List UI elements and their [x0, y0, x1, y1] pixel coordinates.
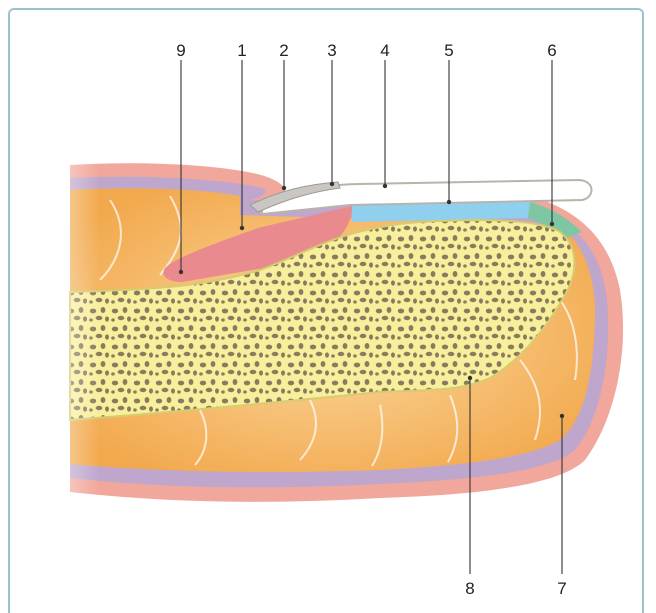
label-8: 8: [465, 579, 474, 598]
label-3: 3: [327, 41, 336, 60]
label-2: 2: [279, 41, 288, 60]
label-1: 1: [237, 41, 246, 60]
label-5: 5: [444, 41, 453, 60]
label-7: 7: [557, 579, 566, 598]
left-fade: [10, 150, 100, 510]
label-9: 9: [176, 41, 185, 60]
label-4: 4: [380, 41, 389, 60]
label-6: 6: [547, 41, 556, 60]
